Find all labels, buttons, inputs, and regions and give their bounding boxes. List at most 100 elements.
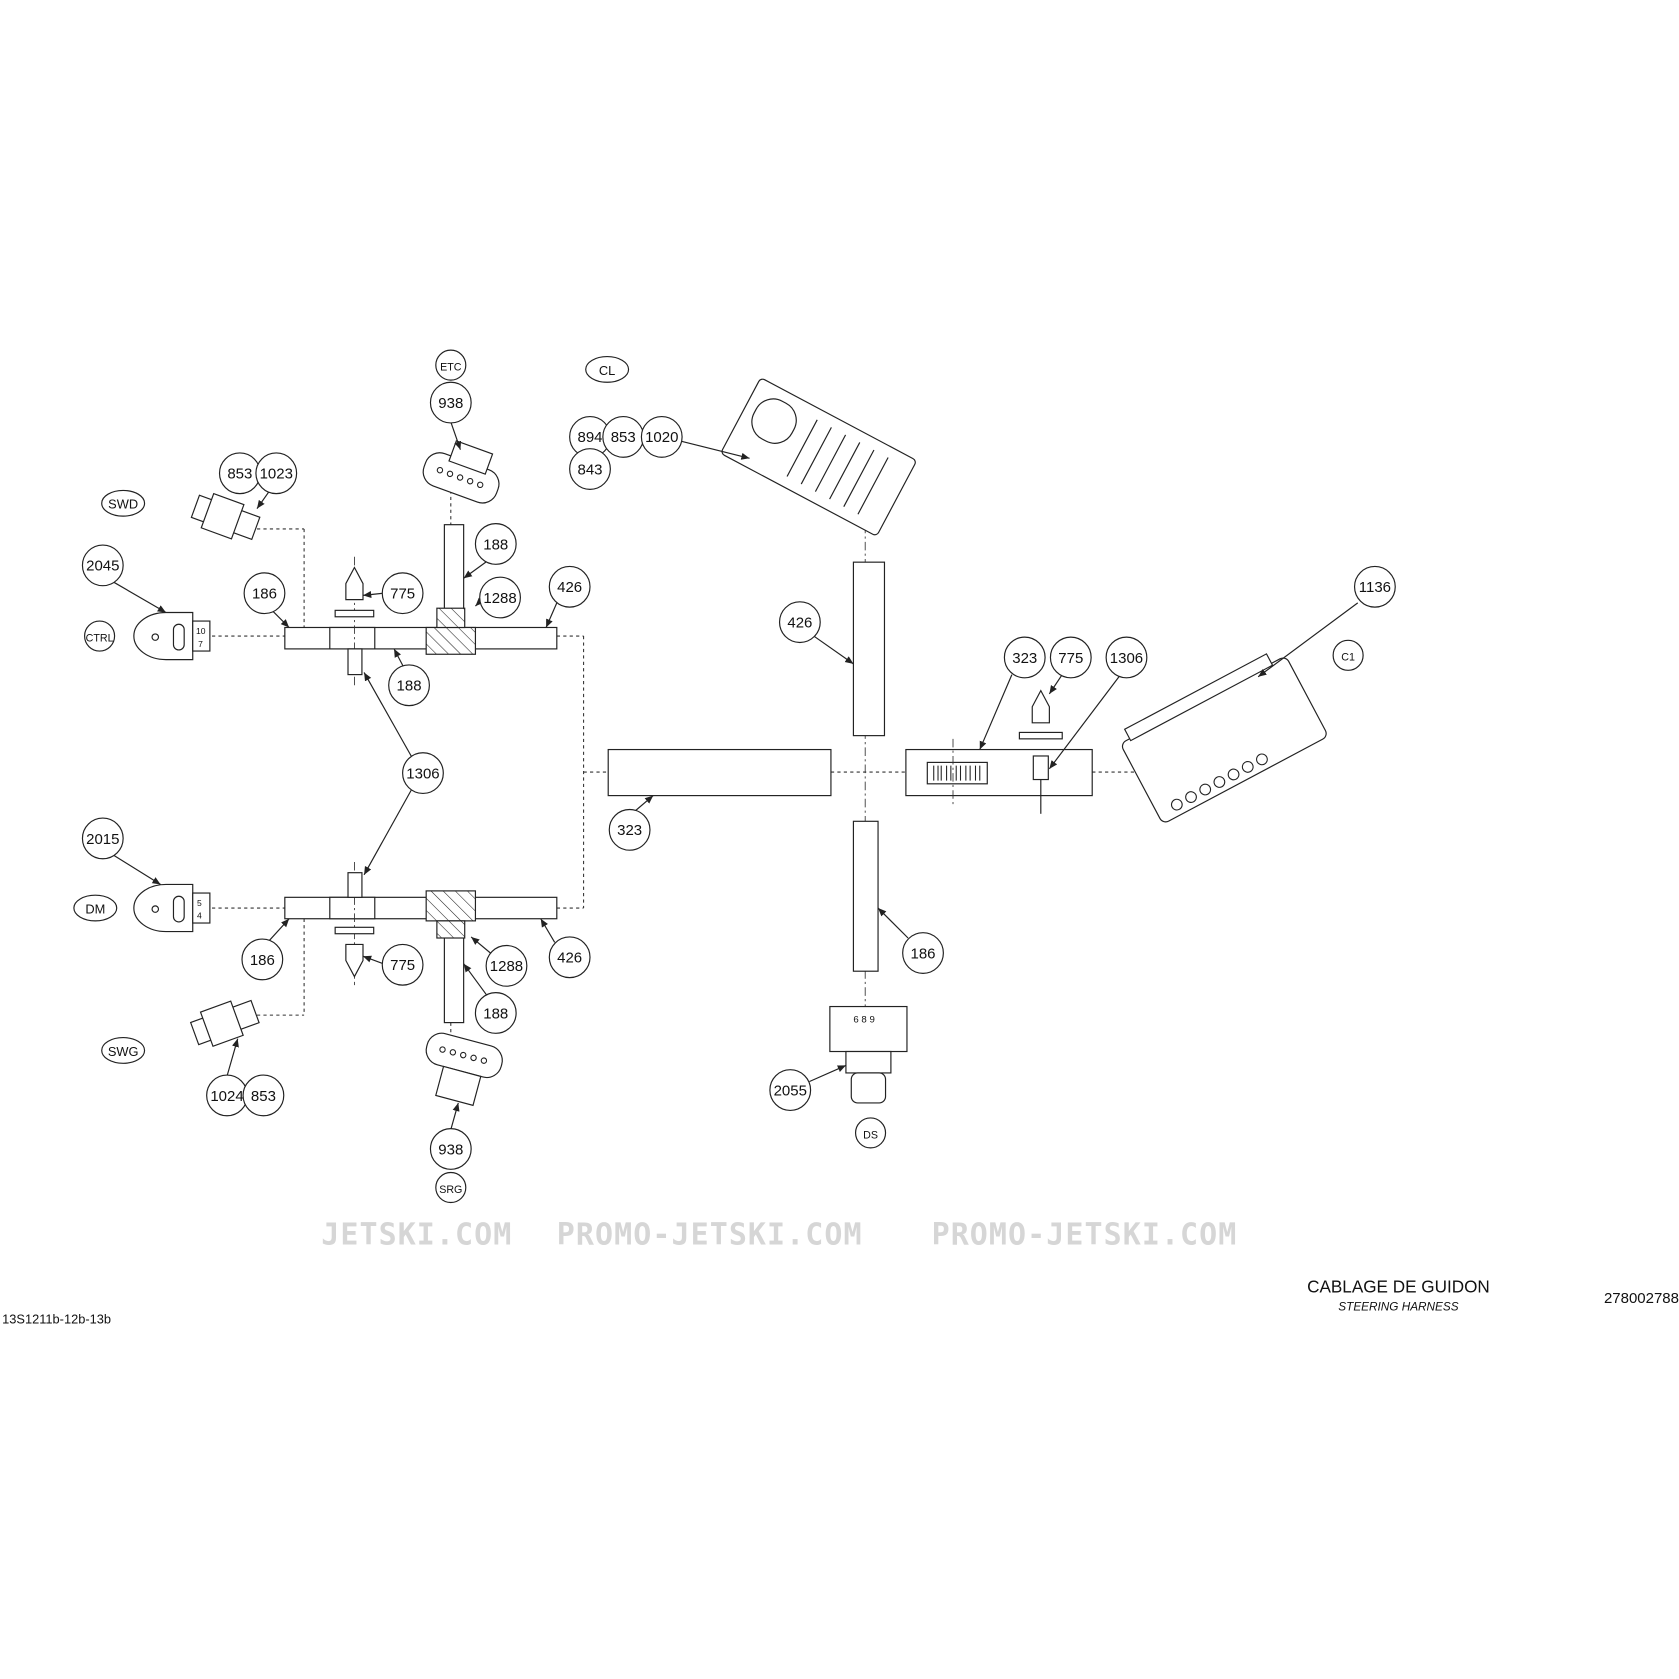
callout-label: 1023 xyxy=(260,466,293,483)
pin-label: 6 8 9 xyxy=(853,1015,874,1026)
callout-circle xyxy=(381,572,424,615)
clip-775-upper xyxy=(345,566,364,601)
tie-1306-upper xyxy=(347,648,363,676)
connector-swd xyxy=(190,492,261,541)
callout-label: 843 xyxy=(577,461,602,478)
callout-bubble: 853 xyxy=(602,415,645,458)
callout-circle xyxy=(479,576,521,619)
callout-bubble: 323 xyxy=(608,808,651,851)
title-english: STEERING HARNESS xyxy=(1338,1301,1458,1314)
callout-label: 1024 xyxy=(210,1088,243,1105)
callout-label: 186 xyxy=(250,952,275,969)
callout-circle xyxy=(569,448,611,490)
connector-swg xyxy=(189,999,260,1048)
callout-bubble: 1136 xyxy=(1353,565,1396,608)
callout-bubble: CL xyxy=(585,355,630,383)
callout-bubble: 188 xyxy=(474,523,517,565)
connector-ctrl: 10 7 xyxy=(133,611,211,661)
callout-label: 894 xyxy=(577,429,602,446)
callout-circle xyxy=(585,355,630,383)
callout-circle xyxy=(402,752,444,795)
callout-label: 426 xyxy=(557,579,582,596)
callout-label: 853 xyxy=(251,1088,276,1105)
callout-bubble: 186 xyxy=(241,938,284,981)
callout-label: DS xyxy=(863,1129,878,1141)
clip-775-lower xyxy=(345,943,364,978)
callout-label: 853 xyxy=(611,429,636,446)
callout-label: 186 xyxy=(252,586,277,603)
pin-label: 4 xyxy=(197,911,202,921)
callout-label: 775 xyxy=(1058,650,1083,667)
callout-label: 1306 xyxy=(1110,650,1143,667)
callout-label: SRG xyxy=(439,1184,462,1196)
conduit-186-vertical xyxy=(852,820,879,972)
part-number: 278002788 xyxy=(1604,1290,1679,1307)
callout-circle xyxy=(84,620,116,652)
callout-bubble: 775 xyxy=(381,943,424,986)
callout-bubble: 426 xyxy=(548,936,591,979)
pin-label: 7 xyxy=(198,639,203,649)
callout-circle xyxy=(474,992,517,1034)
callout-bubble: 426 xyxy=(778,601,821,644)
callout-circle xyxy=(548,565,591,608)
junction-1288-lower xyxy=(425,890,477,922)
callout-label: 938 xyxy=(438,395,463,412)
callout-circle xyxy=(778,601,821,644)
callout-label: 1136 xyxy=(1359,579,1391,596)
callout-bubble: 775 xyxy=(1049,636,1092,679)
callout-circle xyxy=(241,938,284,981)
callout-label: 1288 xyxy=(490,958,523,975)
callout-circle xyxy=(1049,636,1092,679)
callout-label: 853 xyxy=(227,466,252,483)
callout-label: 2015 xyxy=(86,831,119,848)
callout-circle xyxy=(640,415,683,458)
callout-label: 426 xyxy=(787,614,812,631)
connector-dm: 5 4 xyxy=(133,883,211,933)
callout-label: ETC xyxy=(440,361,462,373)
connector-cl xyxy=(721,378,916,536)
barcode-label xyxy=(926,761,988,785)
callout-bubble: 2045 xyxy=(81,544,124,587)
callout-circle xyxy=(769,1069,812,1111)
callout-circle xyxy=(381,943,424,986)
connector-srg xyxy=(425,1032,503,1107)
junction-1288 xyxy=(425,626,477,655)
callout-circle xyxy=(81,817,124,860)
callout-circle xyxy=(1105,636,1148,679)
harness-trunk xyxy=(556,524,1136,1007)
pin-label: 5 xyxy=(197,898,202,908)
callout-circle xyxy=(854,1117,887,1149)
connector-etc xyxy=(422,440,500,504)
drawing-reference: 13S1211b-12b-13b xyxy=(2,1311,111,1326)
callout-bubble: 323 xyxy=(1003,636,1046,679)
callout-circle xyxy=(1353,565,1396,608)
callout-circle xyxy=(255,452,298,495)
callout-label: DM xyxy=(85,901,105,916)
callout-circle xyxy=(435,1171,467,1204)
callout-bubble: 186 xyxy=(902,932,944,974)
callout-label: CL xyxy=(599,363,615,378)
tie-1306-lower xyxy=(347,872,363,898)
callout-bubble: 1306 xyxy=(1105,636,1148,679)
callout-circle xyxy=(474,523,517,565)
callout-label: 1306 xyxy=(406,765,439,782)
callout-bubble: 1020 xyxy=(640,415,683,458)
callout-bubble: DM xyxy=(73,894,118,922)
callout-bubble: 775 xyxy=(381,572,424,615)
callout-circle xyxy=(608,808,651,851)
callout-bubble: 853 xyxy=(242,1074,285,1117)
callout-bubble: 843 xyxy=(569,448,611,490)
callout-circle xyxy=(1003,636,1046,679)
conduit-323-center xyxy=(607,748,832,797)
callout-label: 323 xyxy=(1012,650,1037,667)
watermark-text: PROMO-JETSKI.COM xyxy=(932,1217,1238,1252)
callout-label: C1 xyxy=(1341,652,1355,664)
callout-label: 775 xyxy=(390,586,415,603)
callout-label: 2055 xyxy=(774,1082,807,1099)
callout-bubble: 1288 xyxy=(479,576,521,619)
watermark: JETSKI.COM PROMO-JETSKI.COM PROMO-JETSKI… xyxy=(321,1217,1238,1252)
callout-bubble: 2055 xyxy=(769,1069,812,1111)
callout-bubble: CTRL xyxy=(84,620,116,652)
